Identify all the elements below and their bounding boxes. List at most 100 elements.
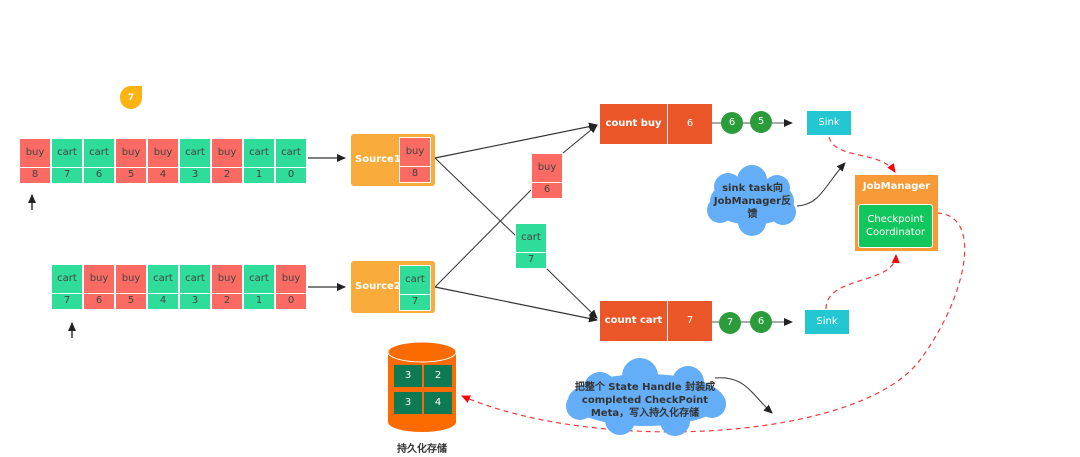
source1-to-cart7-line [434, 157, 517, 237]
event-type: cart [148, 265, 178, 294]
jobmanager-node: JobManager Checkpoint Coordinator [855, 175, 938, 251]
event-type: buy [116, 139, 146, 168]
storage-state-cell: 2 [424, 365, 452, 387]
cloud1-pointer-arrow [796, 162, 846, 207]
event-seq: 8 [31, 169, 39, 180]
event-type: buy [400, 138, 430, 167]
cloud-line: sink task向 [722, 183, 783, 194]
source2-to-countcart-arrow [434, 286, 598, 323]
coordinator-line: Checkpoint [867, 214, 924, 225]
event-seq: 1 [255, 169, 263, 180]
source1-to-countbuy-arrow [434, 122, 598, 159]
event-seq: 3 [191, 169, 199, 180]
sink-node-1: Sink [807, 111, 851, 135]
cloud2-text: 把整个 State Handle 封装成 completed CheckPoin… [570, 381, 720, 420]
output-record: 6 [721, 112, 743, 134]
event-seq: 3 [191, 295, 199, 306]
inflight-event-cart: cart 7 [515, 223, 547, 269]
event-seq: 2 [223, 295, 231, 306]
operator-key: count cart [600, 301, 668, 341]
event-seq: 1 [255, 295, 263, 306]
event-type: buy [212, 265, 242, 294]
event-type: cart [244, 265, 274, 294]
event-seq: 7 [411, 296, 419, 307]
count-cart-operator: count cart 7 [600, 301, 712, 341]
event-seq: 7 [527, 254, 535, 265]
cloud-line: JobManager反 [713, 196, 792, 207]
output-record: 5 [750, 111, 772, 133]
event-type: cart [52, 265, 82, 294]
cloud1-shape [707, 165, 796, 236]
cloud2-shape [566, 358, 726, 436]
event-seq: 7 [63, 295, 71, 306]
source1-current-event: buy 8 [399, 137, 431, 183]
buy6-to-countbuy-arrow [562, 124, 598, 154]
source1-label: Source1 [355, 154, 401, 165]
source2-current-event: cart 7 [399, 265, 431, 311]
cart7-to-countcart-arrow [545, 267, 598, 319]
event-type: cart [276, 139, 306, 168]
event-type: cart [244, 139, 274, 168]
event-seq: 4 [159, 169, 167, 180]
event-seq: 6 [95, 169, 103, 180]
checkpoint-coordinator: Checkpoint Coordinator [858, 204, 933, 248]
event-type: buy [148, 139, 178, 168]
event-seq: 7 [63, 169, 71, 180]
event-seq: 6 [95, 295, 103, 306]
source1-node: Source1 buy 8 [351, 134, 435, 186]
storage-cylinder [387, 341, 457, 432]
sink2-to-jobmanager-dashed [825, 254, 900, 310]
event-seq: 4 [159, 295, 167, 306]
cloud-line: Meta，写入持久化存储 [590, 408, 700, 419]
event-type: buy [84, 265, 114, 294]
event-type: buy [532, 154, 562, 183]
cloud-line: 馈 [747, 209, 758, 220]
event-seq: 0 [287, 169, 295, 180]
watermark-badge: 7 [127, 93, 135, 103]
event-seq: 5 [127, 295, 135, 306]
cloud1-text: sink task向 JobManager反 馈 [705, 182, 800, 221]
jobmanager-title: JobManager [862, 181, 931, 192]
coordinator-line: Coordinator [866, 227, 925, 238]
event-type: buy [20, 139, 50, 168]
event-seq: 5 [127, 169, 135, 180]
event-seq: 8 [411, 168, 419, 179]
event-type: cart [516, 224, 546, 253]
storage-state-cell: 4 [424, 392, 452, 414]
cloud-line: completed CheckPoint [581, 395, 709, 406]
source2-to-buy6-line [434, 189, 532, 288]
event-seq: 2 [223, 169, 231, 180]
badge-drop-shape [119, 85, 142, 109]
storage-state-cell: 3 [394, 365, 422, 387]
event-type: buy [212, 139, 242, 168]
event-type: cart [400, 266, 430, 295]
storage-label: 持久化存储 [397, 444, 447, 455]
inflight-event-buy: buy 6 [531, 153, 563, 199]
event-type: cart [84, 139, 114, 168]
source2-node: Source2 cart 7 [351, 261, 435, 313]
coordinator-to-storage-dashed [461, 212, 966, 433]
event-type: cart [180, 265, 210, 294]
cloud-line: 把整个 State Handle 封装成 [574, 382, 716, 393]
event-type: cart [180, 139, 210, 168]
storage-state-cell: 3 [394, 392, 422, 414]
event-type: buy [116, 265, 146, 294]
count-buy-operator: count buy 6 [600, 104, 712, 144]
